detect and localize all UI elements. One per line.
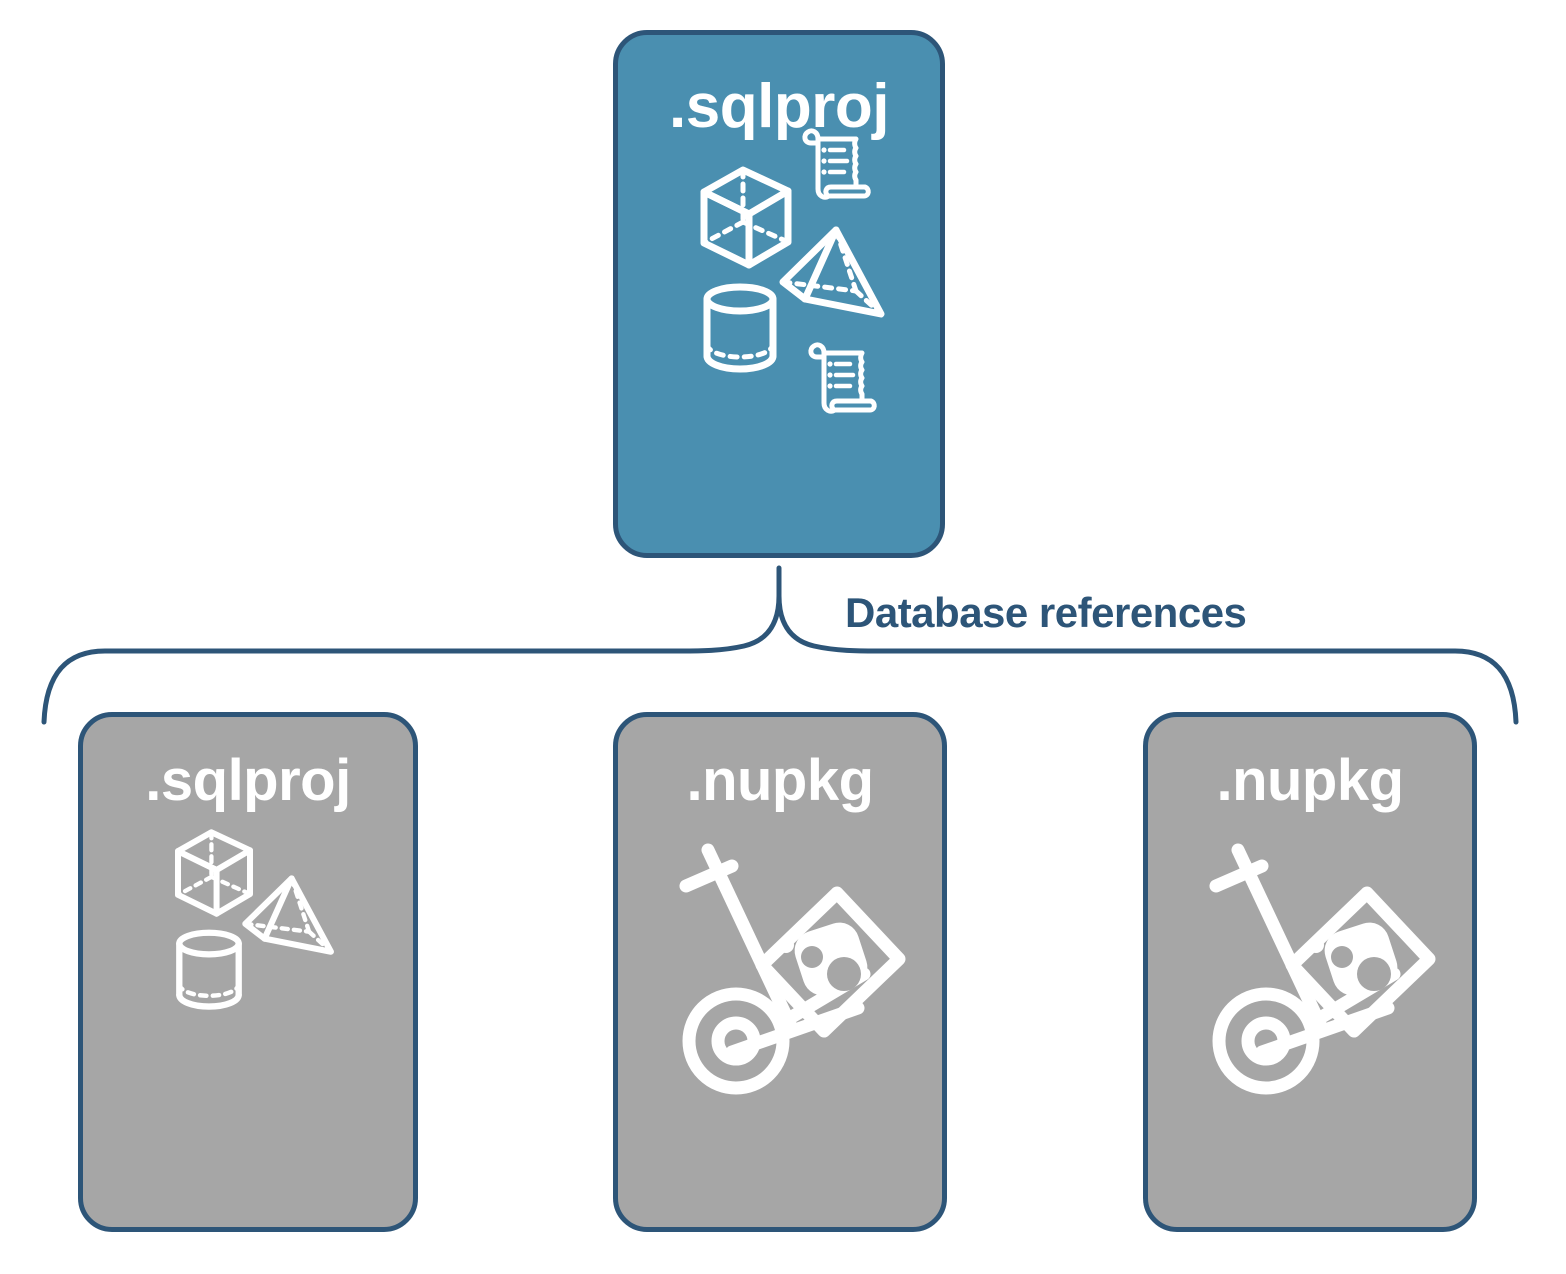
node-reference-sqlproj-icons (83, 814, 413, 1227)
cylinder-icon (176, 929, 242, 1010)
node-root-title: .sqlproj (669, 72, 889, 141)
node-reference-nupkg-2[interactable]: .nupkg (1143, 712, 1477, 1232)
node-reference-sqlproj[interactable]: .sqlproj (78, 712, 418, 1232)
node-reference-sqlproj-title: .sqlproj (145, 748, 351, 813)
node-reference-nupkg-1[interactable]: .nupkg (613, 712, 947, 1232)
pyramid-icon (242, 875, 334, 955)
brace-label-database-references: Database references (845, 589, 1247, 636)
scroll-icon (802, 128, 871, 200)
node-reference-nupkg-1-icons (618, 814, 942, 1227)
node-reference-nupkg-1-title: .nupkg (686, 748, 874, 813)
scroll-icon (808, 342, 877, 414)
node-reference-nupkg-2-title: .nupkg (1216, 748, 1404, 813)
hand-truck-package-icon (1209, 843, 1436, 1095)
pyramid-icon (779, 226, 885, 318)
node-root-sqlproj[interactable]: .sqlproj (613, 30, 945, 558)
cube-icon (700, 166, 792, 269)
node-root-icons (618, 128, 940, 553)
cube-icon (175, 829, 253, 917)
hand-truck-package-icon (679, 843, 906, 1095)
cylinder-icon (703, 283, 777, 373)
node-reference-nupkg-2-icons (1148, 814, 1472, 1227)
